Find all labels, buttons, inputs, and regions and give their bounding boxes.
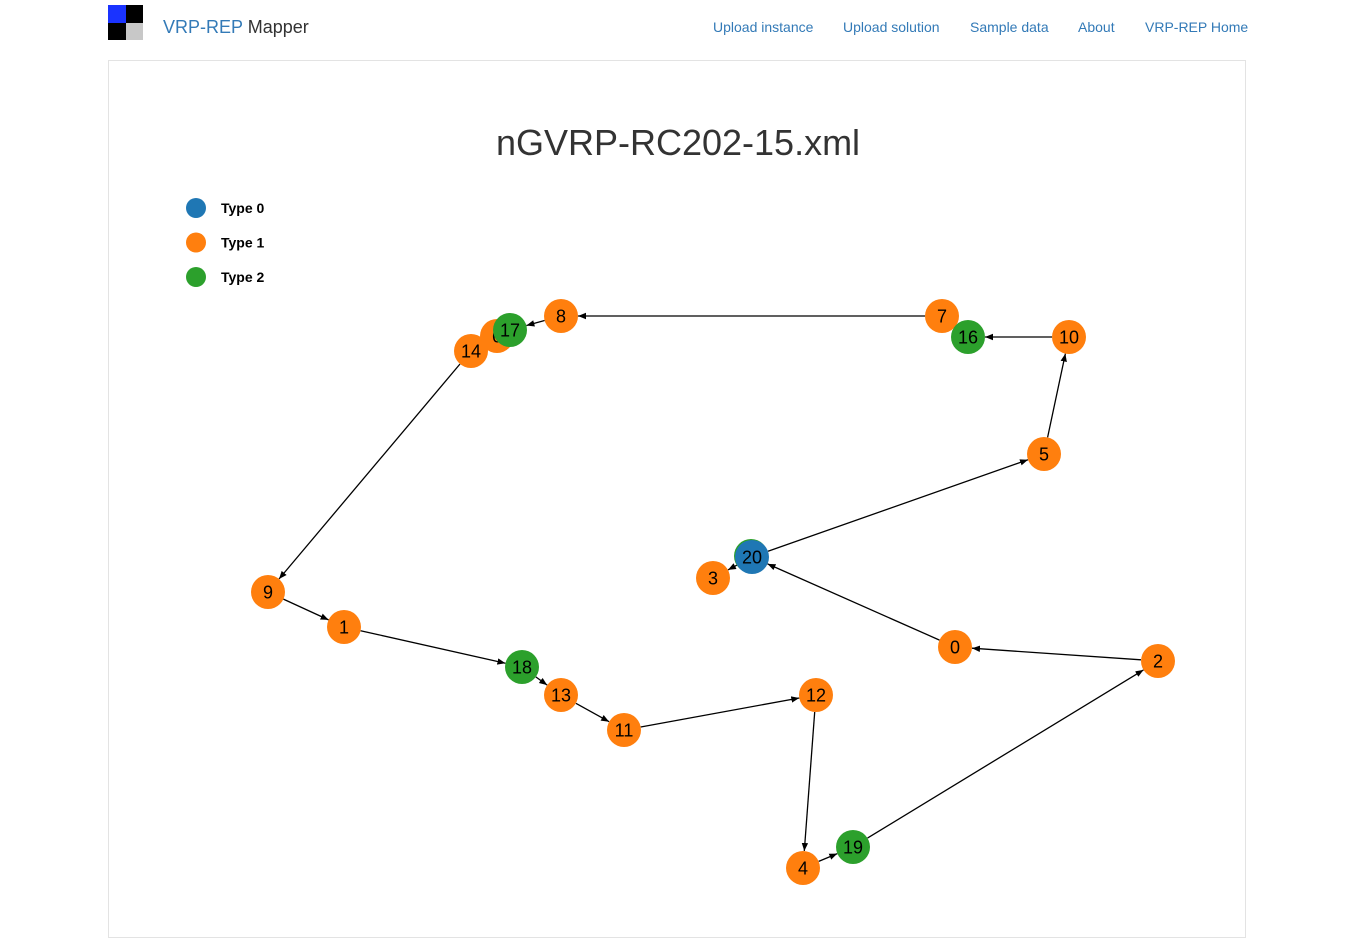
nav-about[interactable]: About xyxy=(1078,19,1115,35)
logo-square-top-left xyxy=(108,5,126,23)
route-edge-20-to-3 xyxy=(727,563,738,571)
nav-upload-instance[interactable]: Upload instance xyxy=(713,19,814,35)
logo-square-bottom-right xyxy=(125,22,143,40)
node-18[interactable]: 18 xyxy=(505,650,539,684)
nav-vrp-rep-home[interactable]: VRP-REP Home xyxy=(1145,19,1249,35)
node-3[interactable]: 3 xyxy=(696,561,730,595)
node-label-17: 17 xyxy=(500,321,520,341)
legend-label-type-2: Type 2 xyxy=(221,269,265,285)
node-5[interactable]: 5 xyxy=(1027,437,1061,471)
nav-upload-solution[interactable]: Upload solution xyxy=(843,19,940,35)
node-label-19: 19 xyxy=(843,838,863,858)
node-label-4: 4 xyxy=(798,859,808,879)
route-edge-18-to-13 xyxy=(535,676,548,686)
node-label-9: 9 xyxy=(263,583,273,603)
node-label-14: 14 xyxy=(461,342,481,362)
route-edge-12-to-4 xyxy=(801,711,816,852)
legend-swatch-type-1 xyxy=(186,232,206,253)
node-19[interactable]: 19 xyxy=(836,830,870,864)
node-17[interactable]: 17 xyxy=(493,313,527,347)
vrp-rep-logo[interactable] xyxy=(108,5,143,40)
node-20[interactable]: 20 xyxy=(735,540,769,574)
node-circle-17[interactable] xyxy=(493,313,527,347)
legend-swatch-type-2 xyxy=(186,267,206,287)
route-edge-4-to-19 xyxy=(818,853,838,862)
node-label-2: 2 xyxy=(1153,652,1163,672)
legend-label-type-0: Type 0 xyxy=(221,200,265,216)
node-label-8: 8 xyxy=(556,307,566,327)
node-circle-13[interactable] xyxy=(544,678,578,712)
node-16[interactable]: 16 xyxy=(951,320,985,354)
legend-swatch-type-0 xyxy=(186,198,206,218)
node-2[interactable]: 2 xyxy=(1141,644,1175,678)
node-circle-10[interactable] xyxy=(1052,320,1086,354)
node-circle-20[interactable] xyxy=(735,540,769,574)
node-circle-5[interactable] xyxy=(1027,437,1061,471)
node-circle-9[interactable] xyxy=(251,575,285,609)
node-label-7: 7 xyxy=(937,307,947,327)
route-edges xyxy=(278,312,1144,862)
node-label-12: 12 xyxy=(806,686,826,706)
node-circle-2[interactable] xyxy=(1141,644,1175,678)
node-label-20: 20 xyxy=(742,548,762,568)
legend-label-type-1: Type 1 xyxy=(221,235,265,251)
route-edge-9-to-1 xyxy=(283,598,329,621)
route-edge-1-to-18 xyxy=(360,630,506,665)
nav-sample-data[interactable]: Sample data xyxy=(970,19,1049,35)
route-edge-0-to-20 xyxy=(767,563,940,641)
node-11[interactable]: 11 xyxy=(607,713,641,747)
route-edge-2-to-0 xyxy=(971,645,1142,661)
node-circle-3[interactable] xyxy=(696,561,730,595)
node-circle-14[interactable] xyxy=(454,334,488,368)
node-label-11: 11 xyxy=(615,721,634,741)
node-12[interactable]: 12 xyxy=(799,678,833,712)
route-edge-14-to-9 xyxy=(278,363,461,580)
node-label-3: 3 xyxy=(708,569,718,589)
node-circle-18[interactable] xyxy=(505,650,539,684)
legend: Type 0 Type 1 Type 2 xyxy=(186,198,265,287)
node-label-1: 1 xyxy=(339,618,349,638)
logo-square-bottom-left xyxy=(108,22,126,40)
node-circle-4[interactable] xyxy=(786,851,820,885)
node-10[interactable]: 10 xyxy=(1052,320,1086,354)
node-1[interactable]: 1 xyxy=(327,610,361,644)
node-0[interactable]: 0 xyxy=(938,630,972,664)
node-label-0: 0 xyxy=(950,638,960,658)
node-8[interactable]: 8 xyxy=(544,299,578,333)
route-edge-19-to-2 xyxy=(867,669,1144,839)
node-circle-11[interactable] xyxy=(607,713,641,747)
navbar: VRP-REP Mapper Upload instance Upload so… xyxy=(0,0,1356,54)
node-14[interactable]: 14 xyxy=(454,334,488,368)
nav-links: Upload instance Upload solution Sample d… xyxy=(0,18,1356,38)
map-title: nGVRP-RC202-15.xml xyxy=(495,122,861,163)
node-label-18: 18 xyxy=(512,658,532,678)
brand-link[interactable]: VRP-REP Mapper xyxy=(163,16,309,38)
node-circle-16[interactable] xyxy=(951,320,985,354)
node-circle-19[interactable] xyxy=(836,830,870,864)
logo-square-top-right xyxy=(125,5,143,23)
node-label-5: 5 xyxy=(1039,445,1049,465)
brand-name-primary: VRP-REP xyxy=(163,17,243,37)
node-7[interactable]: 7 xyxy=(925,299,959,333)
node-4[interactable]: 4 xyxy=(786,851,820,885)
node-label-16: 16 xyxy=(958,328,978,348)
node-circle-7[interactable] xyxy=(925,299,959,333)
route-edge-20-to-5 xyxy=(767,459,1029,552)
route-edge-5-to-10 xyxy=(1046,353,1067,438)
node-9[interactable]: 9 xyxy=(251,575,285,609)
node-circle-0[interactable] xyxy=(938,630,972,664)
node-circle-12[interactable] xyxy=(799,678,833,712)
node-circle-8[interactable] xyxy=(544,299,578,333)
node-13[interactable]: 13 xyxy=(544,678,578,712)
route-nodes: 15620012345789101112131416171819 xyxy=(251,299,1175,885)
route-edge-13-to-11 xyxy=(575,702,610,723)
route-edge-11-to-12 xyxy=(640,696,800,728)
node-circle-1[interactable] xyxy=(327,610,361,644)
node-label-13: 13 xyxy=(551,686,571,706)
map-panel xyxy=(108,60,1246,938)
brand-name-secondary: Mapper xyxy=(247,17,309,37)
route-edge-8-to-17 xyxy=(526,319,545,327)
node-label-10: 10 xyxy=(1059,328,1079,348)
